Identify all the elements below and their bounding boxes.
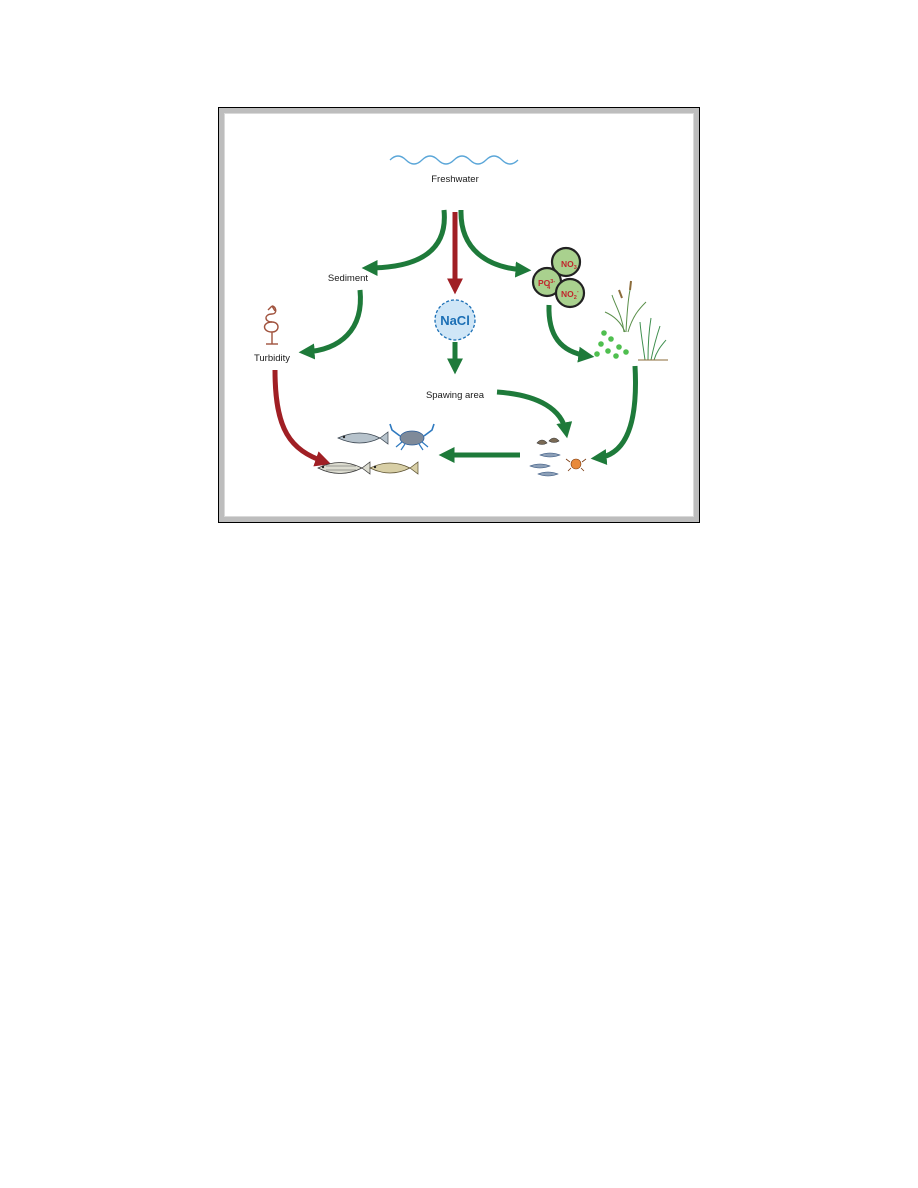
phosphate-label: PO3-4 (538, 278, 555, 291)
adult-fish-icon (337, 431, 389, 445)
arrow-spawning-to-juveniles (496, 389, 573, 439)
nacl-label: NaCl (440, 313, 470, 328)
arrow-nutrients-to-plants (546, 304, 595, 363)
menhaden-icon (369, 461, 419, 475)
arrow-flow-to-sediment (361, 209, 447, 276)
seagrass-icon (638, 317, 668, 361)
striped-bass-icon (317, 461, 371, 475)
arrow-flow-to-nutrients (458, 209, 532, 278)
nutrients-cluster: NO3 PO3-4 NO2- (531, 246, 586, 309)
nacl-node: NaCl (434, 299, 476, 341)
algae-icon (594, 330, 629, 359)
arrow-sediment-to-turbidity (298, 289, 363, 360)
blue-crab-icon (389, 423, 435, 451)
nitrate-label: NO3 (561, 259, 577, 271)
freshwater-label: Freshwater (431, 174, 479, 185)
arrow-turbidity-to-fish (272, 369, 332, 467)
arrow-plants-to-juveniles (590, 365, 638, 466)
sediment-label: Sediment (328, 273, 368, 284)
nitrite-label: NO2- (561, 289, 579, 301)
marsh-grass-icon (604, 280, 647, 333)
juvenile-fauna-icon (529, 437, 587, 477)
turbidity-label: Turbidity (254, 353, 290, 364)
water-wave-icon (389, 155, 519, 165)
turbidity-swirl-icon (263, 305, 279, 345)
spawning-area-label: Spawing area (426, 390, 485, 401)
